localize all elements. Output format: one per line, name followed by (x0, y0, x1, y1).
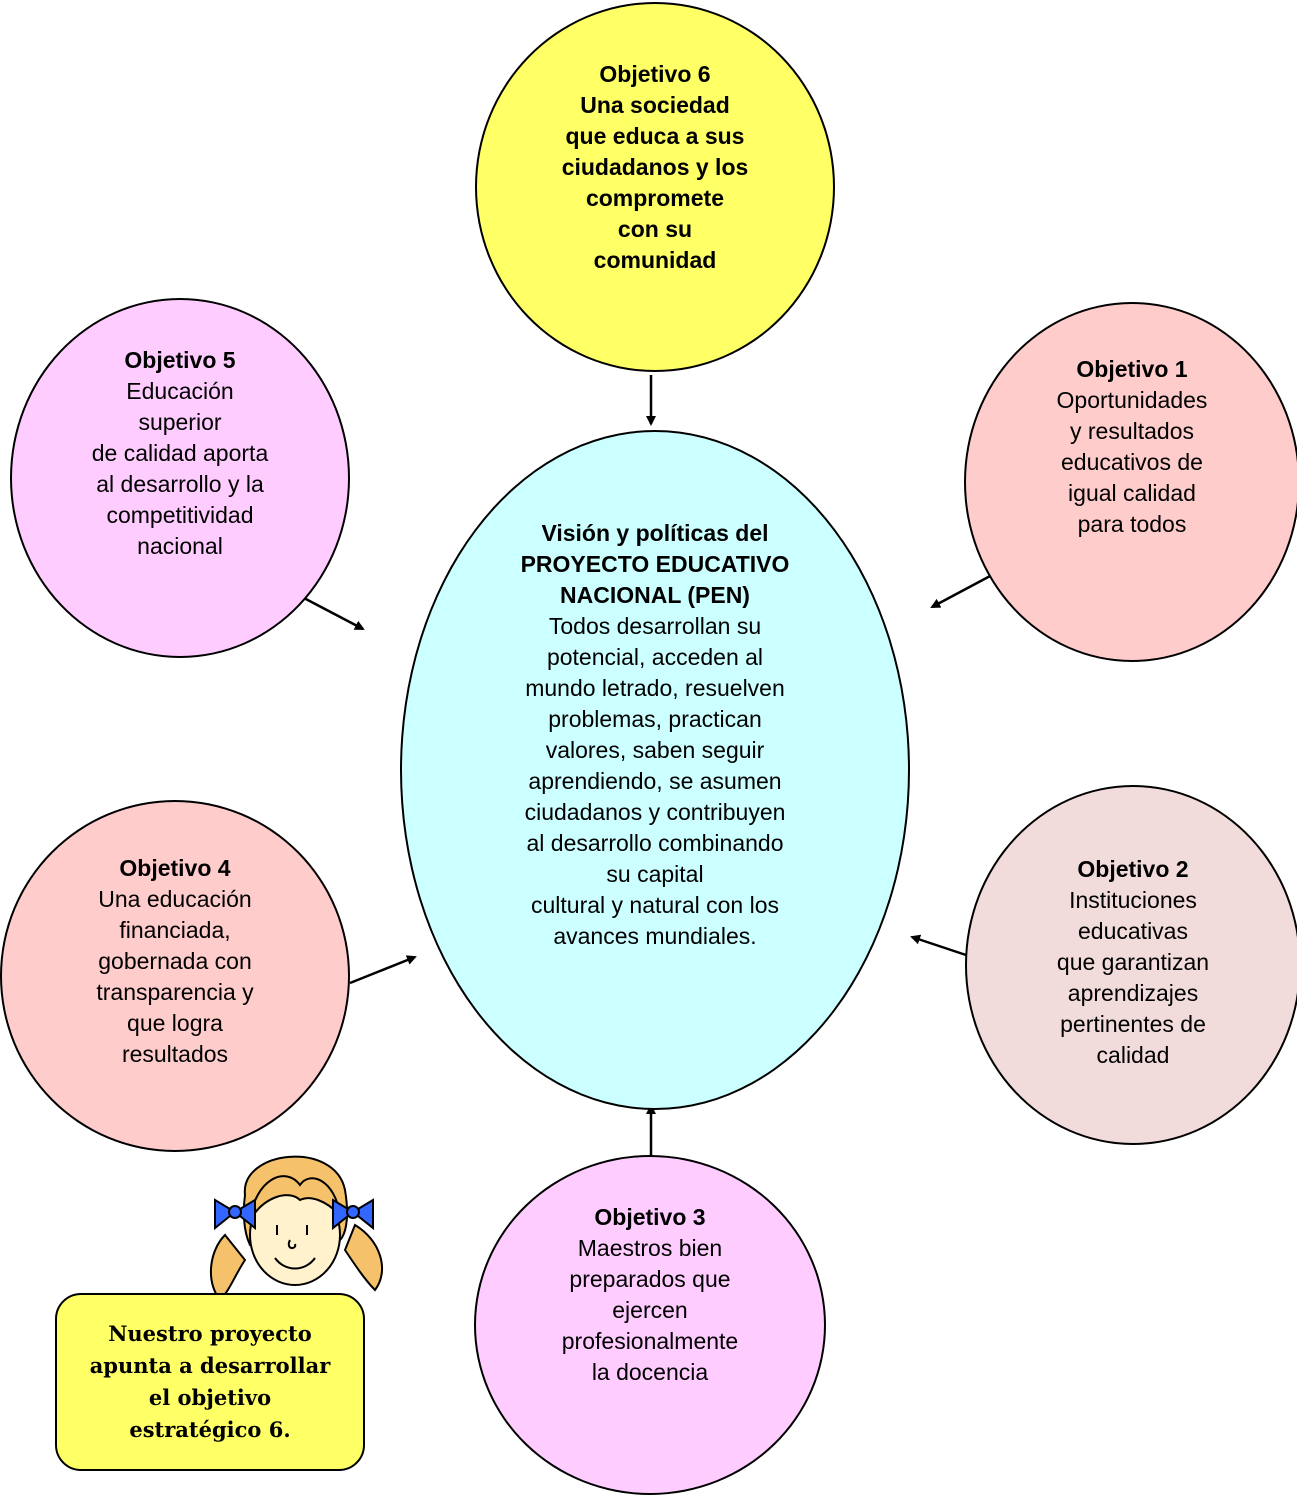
objective-6-title: Objetivo 6 Una sociedad que educa a sus … (561, 60, 749, 273)
objective-3-text: Maestros bien preparados que ejercen pro… (561, 1235, 739, 1385)
objective-4-text: Una educación financiada, gobernada con … (96, 885, 254, 1067)
objective-3-title: Objetivo 3 (594, 1204, 706, 1230)
objective-4-circle: Objetivo 4 Una educación financiada, gob… (0, 800, 350, 1152)
objective-6-circle: Objetivo 6 Una sociedad que educa a sus … (475, 2, 835, 372)
objective-4-title: Objetivo 4 (119, 854, 231, 881)
objective-5-title: Objetivo 5 (124, 346, 236, 373)
girl-cartoon-icon (209, 1155, 384, 1302)
center-text: Todos desarrollan su potencial, acceden … (524, 613, 786, 949)
arrow-obj1-to-center (930, 573, 993, 609)
callout-text: Nuestro proyecto apunta a desarrollar el… (89, 1321, 331, 1442)
objective-2-text: Instituciones educativas que garantizan … (1056, 887, 1210, 1068)
arrow-obj4-to-center (349, 955, 417, 985)
objective-3-circle: Objetivo 3 Maestros bien preparados que … (474, 1155, 826, 1495)
objective-2-title: Objetivo 2 (1077, 856, 1189, 882)
objective-5-circle: Objetivo 5 Educación superior de calidad… (10, 298, 350, 658)
objective-5-text: Educación superior de calidad aporta al … (91, 377, 269, 559)
center-vision-ellipse: Visión y políticas del PROYECTO EDUCATIV… (400, 430, 910, 1110)
objective-1-circle: Objetivo 1 Oportunidades y resultados ed… (964, 302, 1297, 662)
project-callout-box: Nuestro proyecto apunta a desarrollar el… (55, 1293, 365, 1471)
arrow-obj2-to-center (910, 934, 967, 957)
objective-1-text: Oportunidades y resultados educativos de… (1056, 387, 1208, 537)
objective-2-circle: Objetivo 2 Instituciones educativas que … (965, 785, 1297, 1145)
arrow-obj5-to-center (301, 595, 365, 631)
center-title: Visión y políticas del PROYECTO EDUCATIV… (520, 520, 790, 608)
objective-1-title: Objetivo 1 (1076, 356, 1188, 382)
